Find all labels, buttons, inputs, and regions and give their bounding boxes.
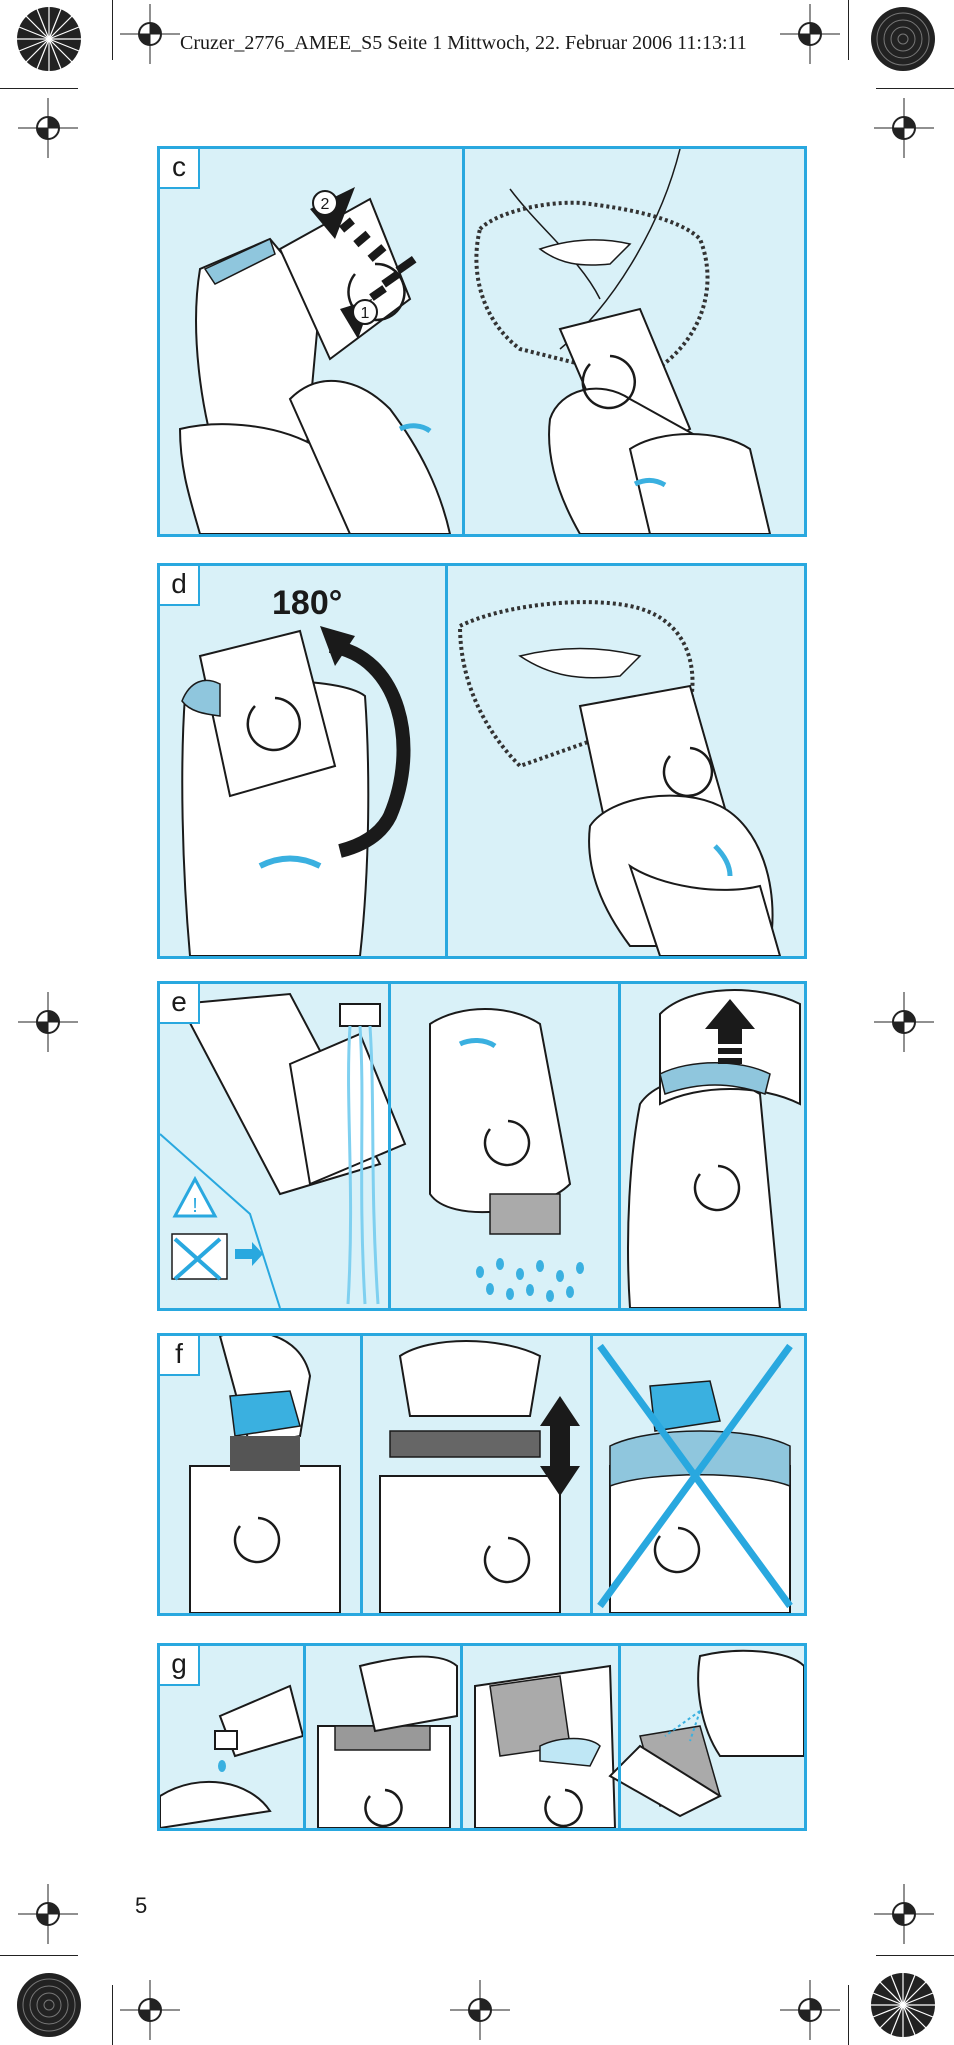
registration-mark-icon [780,4,840,64]
registration-mark-icon [120,1980,180,2040]
instruction-panel-f: f [157,1333,807,1616]
instruction-panel-c: c 2 1 [157,146,807,537]
crop-mark [848,1985,849,2045]
registration-mark-icon [450,1980,510,2040]
rinse-shaver-illustration: ! [160,989,801,1308]
panel-divider [618,1646,621,1828]
panel-divider [388,984,391,1308]
crop-mark [112,0,113,60]
trimmer-attach-illustration: 2 1 [178,149,772,534]
instruction-panel-g: g [157,1643,807,1831]
registration-mark-icon [18,98,78,158]
registration-mark-icon [18,992,78,1052]
panel-divider [303,1646,306,1828]
registration-mark-icon [874,992,934,1052]
registration-mark-icon [874,1884,934,1944]
svg-text:!: ! [192,1195,198,1217]
trimmer-rotate-illustration: 180° [181,584,782,956]
panel-divider [618,984,621,1308]
instruction-panel-d: d 180° [157,563,807,959]
panel-divider [462,149,465,534]
panel-divider [445,566,448,956]
step-number-2: 2 [321,196,330,213]
panel-divider [360,1336,363,1613]
registration-mark-icon [780,1980,840,2040]
registration-mark-icon [18,1884,78,1944]
registration-mark-icon [120,4,180,64]
panel-letter: e [160,984,200,1024]
instruction-panel-e: e ! [157,981,807,1311]
registration-mark-icon [874,98,934,158]
panel-letter: c [160,149,200,189]
panel-divider [590,1336,593,1613]
rosette-top-left-icon [17,7,81,71]
panel-letter: g [160,1646,200,1686]
step-number-1: 1 [361,305,370,322]
crop-mark [876,1955,954,1956]
angle-label: 180° [272,584,342,622]
lubrication-illustration [160,1649,804,1828]
rosette-top-right-icon [871,7,935,71]
panel-letter: d [160,566,200,606]
brush-cleaning-illustration [189,1336,793,1613]
crop-mark [112,1985,113,2045]
crop-mark [0,1955,78,1956]
rosette-bottom-right-icon [871,1973,935,2037]
rosette-bottom-left-icon [17,1973,81,2037]
crop-mark [848,0,849,60]
crop-mark [876,88,954,89]
crop-mark [0,88,78,89]
panel-divider [460,1646,463,1828]
page-number: 5 [135,1893,148,1918]
panel-letter: f [160,1336,200,1376]
print-header-slug: Cruzer_2776_AMEE_S5 Seite 1 Mittwoch, 22… [180,32,747,54]
